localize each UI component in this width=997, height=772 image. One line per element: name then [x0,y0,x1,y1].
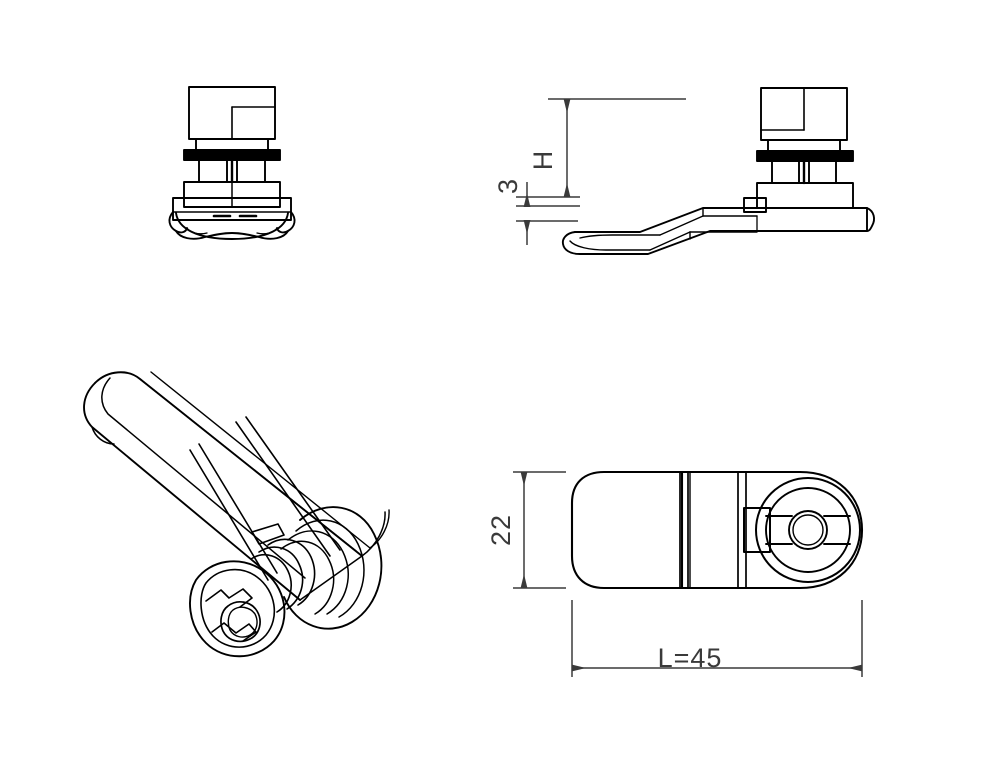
front-cam-left-inner [186,227,208,235]
iso-thread-2 [258,546,304,610]
height-dimension-label: H [528,150,558,171]
front-flange [172,197,292,221]
iso-rib-3 [235,421,331,557]
iso-keyway-upper [205,588,253,608]
iso-arm-inner-1 [101,377,306,579]
cam-length-dimension-label: L=45 [658,643,723,673]
plan-head-bore [792,514,824,546]
side-cam-lower-edge [579,230,758,255]
plan-drive-lug [743,507,771,553]
front-elevation-view [168,86,296,240]
iso-key-hole [220,601,261,643]
iso-rib-4 [245,416,341,551]
side-cam-facet-ramp2 [649,231,691,251]
side-washer [756,150,854,162]
iso-arm-edge-round [91,426,115,445]
iso-arm-inner-3 [150,371,371,549]
iso-rib-1 [189,449,269,581]
plan-handle-taper [570,470,684,590]
front-cam-bottom-curve [204,232,260,238]
isometric-view [83,371,390,658]
cam-thickness-dimension [516,182,580,245]
iso-thread-3 [250,554,292,613]
plan-head-ring-outer [755,477,861,583]
iso-thread-1 [267,538,316,606]
iso-rib-2 [198,443,278,574]
side-elevation-view [561,87,875,255]
iso-cylinder-face-inner [200,568,276,648]
side-cam-upper-edge [574,207,758,233]
plan-head-outer [798,470,864,590]
plan-head-ring-hub [788,510,828,550]
side-cam-facet-ramp [659,215,704,236]
side-cam-root-end [866,207,875,232]
side-cam-facet-upper [579,234,661,239]
front-cam-right-inner [256,227,278,235]
iso-cylinder-face [189,560,286,658]
iso-key-hole-inner [227,606,258,638]
cam-width-dimension [513,471,566,589]
front-washer [183,149,281,161]
front-cam-left-fillet [175,230,206,240]
side-cam-tip [561,231,581,255]
plan-head-ring-mid [765,487,851,573]
plan-view [570,470,864,590]
side-key-lug [743,197,767,213]
cam-length-dimension [571,600,863,677]
iso-collar-outer [283,506,383,630]
side-cam-root [756,207,868,232]
front-cam-underside [175,212,289,240]
iso-collar-inner-1 [295,519,365,618]
cam-width-dimension-label: 22 [486,514,516,546]
iso-collar-inner-2 [287,530,349,615]
front-cam-right-fillet [258,230,289,240]
iso-barrel-lug [251,523,285,545]
cam-thickness-dimension-label: 3 [493,178,523,194]
side-cam-facet-lower [569,240,651,251]
iso-arm-right-thickness [361,511,386,557]
iso-arm-right-thickness-2 [369,509,390,549]
iso-keyway-lower [211,622,257,642]
